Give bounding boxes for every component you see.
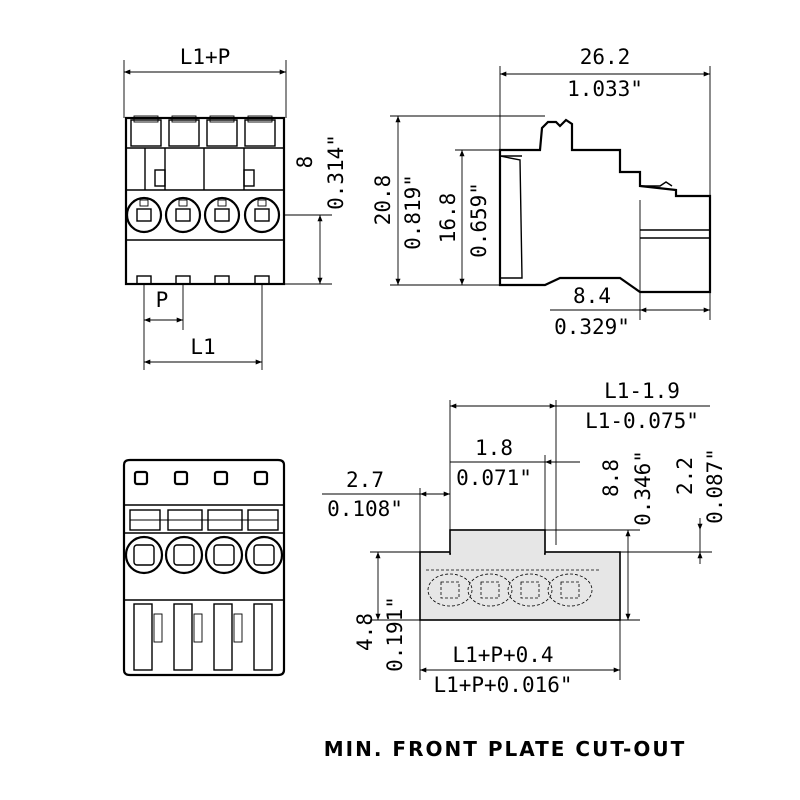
cutout-body-mm: 4.8 [353, 613, 377, 651]
side-depth-mm: 26.2 [580, 45, 631, 69]
side-view: 26.2 1.033" 20.8 0.819" 16.8 0.659" 8.4 … [371, 45, 712, 339]
front-latches [130, 115, 276, 147]
cutout-total-in: L1+P+0.016" [433, 673, 572, 697]
side-height-mm: 20.8 [371, 175, 395, 226]
front-height-in: 0.314" [324, 134, 348, 210]
cutout-view: L1-1.9 L1-0.075" 1.8 0.071" 2.7 0.108" 8… [322, 379, 727, 697]
cutout-height-mm: 8.8 [599, 459, 623, 497]
pitch-label: P [156, 288, 169, 312]
cutout-tab-mm: 2.2 [673, 457, 697, 495]
cutout-width-in: L1-0.075" [585, 409, 699, 433]
front-view: L1+P [123, 45, 348, 370]
rear-view [122, 458, 286, 677]
cutout-notch-mm: 1.8 [475, 436, 513, 460]
side-offset-in: 0.329" [554, 315, 630, 339]
cutout-total-mm: L1+P+0.4 [452, 643, 553, 667]
side-offset-mm: 8.4 [573, 284, 611, 308]
cutout-tab-in: 0.087" [703, 448, 727, 524]
cutout-caption: MIN. FRONT PLATE CUT-OUT [324, 737, 686, 761]
front-width-label: L1+P [180, 45, 231, 69]
cutout-width-mm: L1-1.9 [604, 379, 680, 403]
cutout-body-in: 0.191" [383, 596, 407, 672]
side-depth-in: 1.033" [567, 77, 643, 101]
cutout-height-in: 0.346" [631, 450, 655, 526]
cutout-left-mm: 2.7 [346, 468, 384, 492]
cutout-hidden-pins [426, 569, 600, 607]
l1-label: L1 [190, 335, 215, 359]
cutout-notch-in: 0.071" [456, 466, 532, 490]
front-screws [125, 196, 281, 234]
cutout-left-in: 0.108" [327, 497, 403, 521]
side-height-in: 0.819" [401, 174, 425, 250]
side-inner-height-mm: 16.8 [436, 193, 460, 244]
front-height-mm: 8 [293, 156, 317, 169]
side-inner-height-in: 0.659" [467, 182, 491, 258]
